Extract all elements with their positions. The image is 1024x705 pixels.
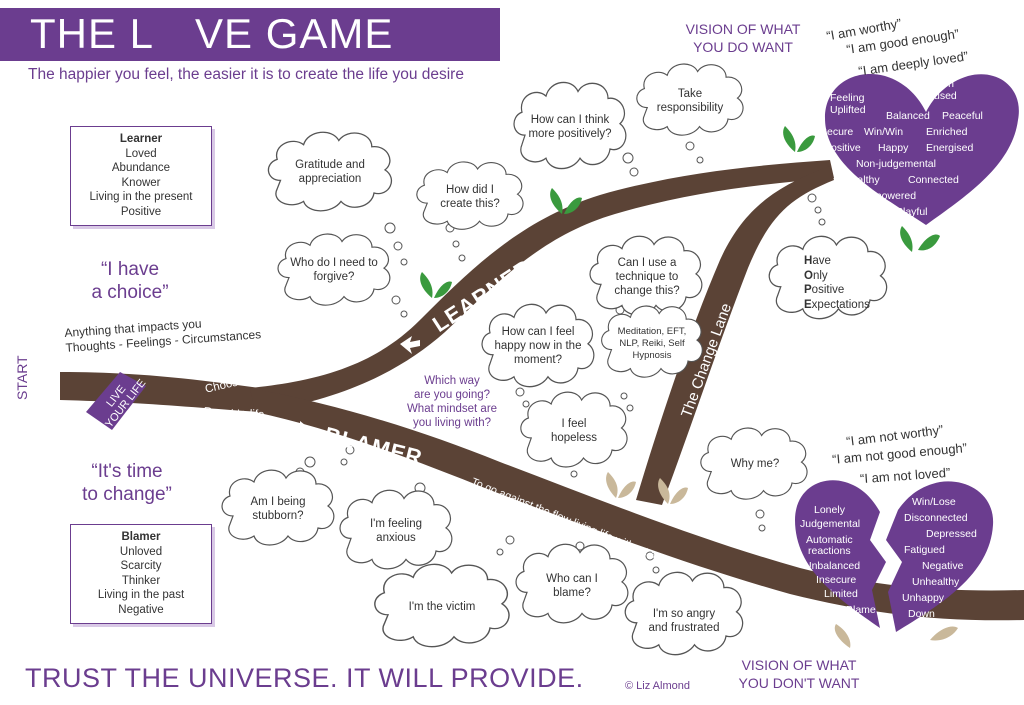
neg-heart-word: Automatic: [806, 534, 853, 546]
cloud-why-me: Why me?: [730, 458, 780, 470]
cloud-gratitude: Gratitude and appreciation: [295, 159, 365, 185]
cloud-stubborn: Am I being stubborn?: [250, 496, 306, 522]
change-lane-branch: [636, 166, 834, 505]
heart-word: Peaceful: [942, 110, 983, 122]
neg-heart-word: Win/Lose: [912, 496, 956, 508]
learner-traits-box: Learner Loved Abundance Knower Living in…: [70, 126, 212, 226]
tree-paths: [60, 160, 1024, 621]
neg-heart-word: Down: [908, 608, 935, 620]
live-your-life-tag: [86, 372, 146, 430]
copyright: © Liz Almond: [625, 680, 690, 692]
cloud-technique: Can I use a technique to change this?: [614, 257, 680, 297]
heart-word: Energised: [926, 142, 974, 154]
heart-word: Uplifted: [830, 104, 866, 116]
neg-heart-word: Judgemental: [800, 518, 861, 530]
learner-box-heading: Learner: [119, 133, 163, 145]
heart-word: Solution: [916, 78, 954, 90]
heart-word: Playful: [896, 206, 928, 218]
heart-word: Balanced: [886, 110, 930, 122]
negative-heart-left: [795, 480, 886, 628]
neg-heart-word: Disconnected: [904, 512, 968, 524]
heart-word: Connected: [908, 174, 959, 186]
cloud-anxious: I'm feeling anxious: [369, 518, 423, 544]
cloud-hopeless: I feel hopeless: [550, 418, 598, 444]
cloud-hope: Have Only Positive Expectations: [804, 255, 870, 311]
blamer-branch: [250, 388, 1024, 621]
neg-heart-word: Unhappy: [902, 592, 945, 604]
neg-heart-word: Insecure: [816, 574, 857, 586]
neg-heart-word: Unhealthy: [912, 576, 960, 588]
cloud-blame: Who can I blame?: [546, 573, 598, 599]
heart-word: Secure: [820, 126, 854, 138]
neg-heart-word: Limited: [824, 588, 858, 600]
subtitle: The happier you feel, the easier it is t…: [28, 66, 464, 83]
neg-heart-word: Negative: [922, 560, 964, 572]
footer-slogan: TRUST THE UNIVERSE. IT WILL PROVIDE.: [25, 663, 584, 693]
heart-word: Happy: [878, 142, 909, 154]
trunk-start: [60, 372, 260, 412]
cloud-meditation: Meditation, EFT, NLP, Reiki, Self Hypnos…: [617, 326, 687, 361]
learner-branch: [250, 160, 834, 412]
neg-heart-word: Lonely: [814, 504, 845, 516]
neg-heart-word: Blame: [846, 604, 876, 616]
cloud-happy-now: How can I feel happy now in the moment?: [494, 326, 582, 366]
cloud-angry: I'm so angry and frustrated: [648, 608, 720, 634]
cloud-positively: How can I think more positively?: [528, 114, 612, 140]
cloud-responsibility: Take responsibility: [656, 88, 724, 114]
cloud-forgive: Who do I need to forgive?: [290, 257, 378, 283]
cloud-create: How did I create this?: [440, 184, 500, 210]
withered-sprouts: [606, 472, 958, 648]
positive-heart: [825, 74, 1019, 225]
blamer-traits-box: Blamer Unloved Scarcity Thinker Living i…: [70, 524, 212, 624]
heart-word: Feeling: [830, 92, 865, 104]
sprouts: [420, 126, 940, 298]
cloud-victim: I'm the victim: [408, 601, 476, 613]
start-label: START: [14, 355, 30, 400]
neg-heart-word: Depressed: [926, 528, 977, 540]
heart-word: Enriched: [926, 126, 968, 138]
heart-word: focused: [920, 90, 957, 102]
neg-heart-word: Fatigued: [904, 544, 945, 556]
heart-word: Non-judgemental: [856, 158, 936, 170]
heart-word: Empowered: [860, 190, 917, 202]
neg-heart-word: Unbalanced: [804, 560, 861, 572]
title-banner: [0, 8, 500, 61]
heart-word: Positive: [824, 142, 861, 154]
heart-word: Healthy: [844, 174, 880, 186]
blamer-box-heading: Blamer: [121, 531, 161, 543]
negative-heart-right: [886, 481, 994, 632]
path-arrows: [288, 336, 420, 437]
neg-heart-word: reactions: [808, 545, 851, 557]
heart-word: Win/Win: [864, 126, 904, 138]
